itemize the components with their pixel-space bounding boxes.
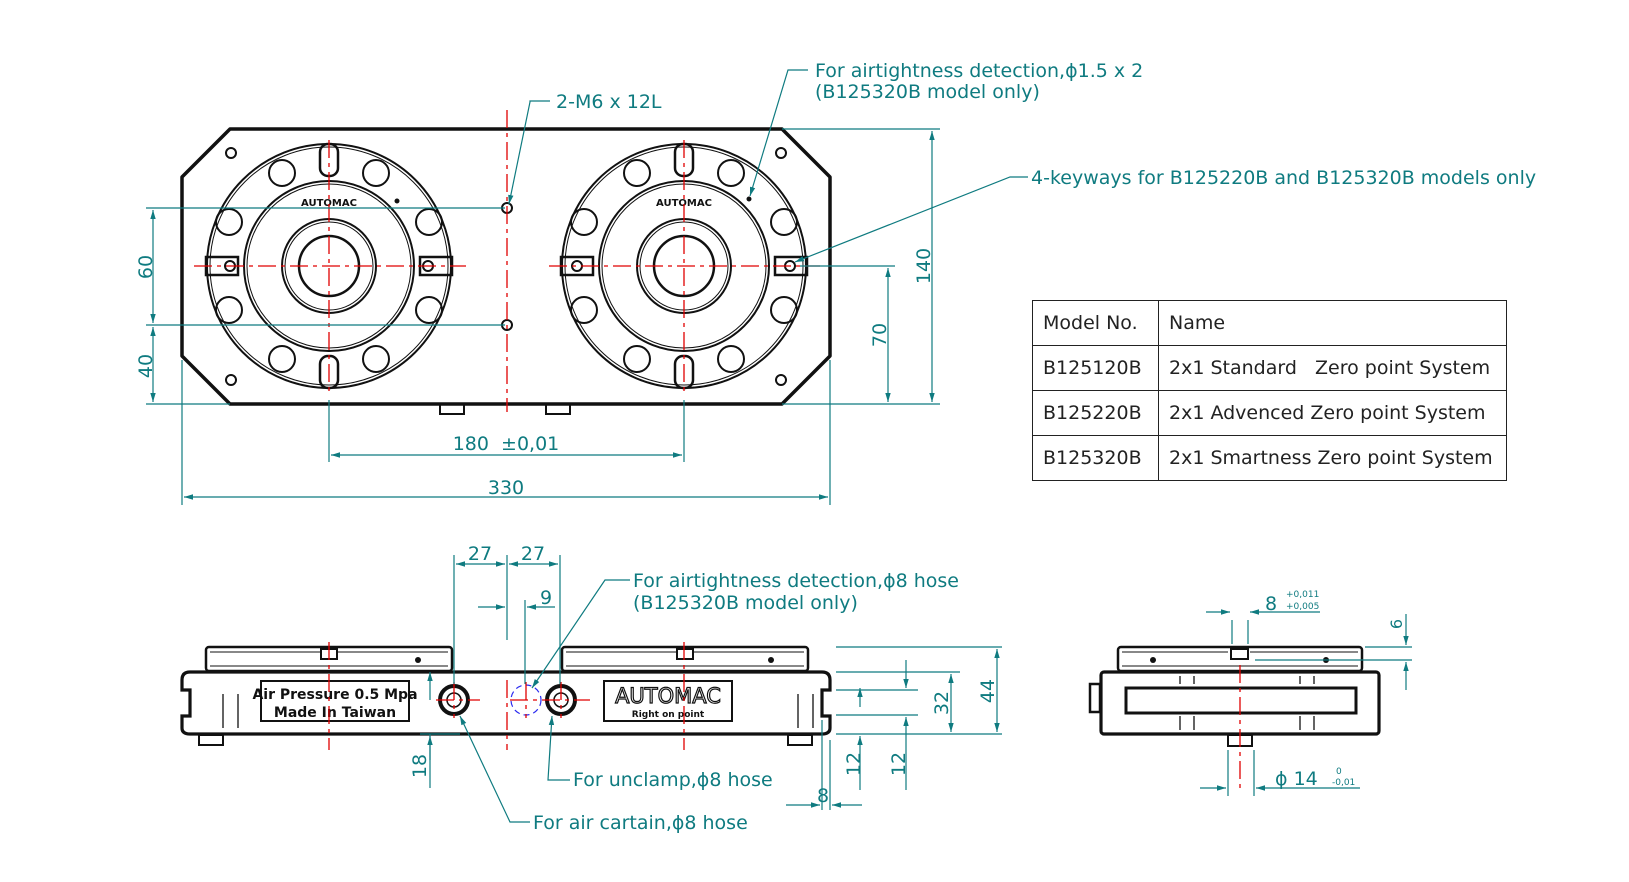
corner-holes xyxy=(225,147,787,386)
dim-pin-diameter: ϕ 14 xyxy=(1275,768,1318,790)
side-slot xyxy=(1124,686,1358,715)
front-view: Air Pressure 0.5 Mpa Made In Taiwan AUTO… xyxy=(180,543,1002,834)
left-chuck-logo: AUTOMAC xyxy=(301,198,357,209)
callout-air-curtain: For air cartain,ϕ8 hose xyxy=(533,812,748,834)
cell-model: B125320B xyxy=(1032,435,1159,481)
callout-keyways: 4-keyways for B125220B and B125320B mode… xyxy=(1031,167,1536,189)
dim-keyway-tol-lower: +0,005 xyxy=(1286,602,1319,612)
dim-12-lower: 12 xyxy=(843,752,865,776)
dim-330: 330 xyxy=(488,477,524,499)
dim-70: 70 xyxy=(869,323,891,347)
table-row: B125220B 2x1 Advenced Zero point System xyxy=(1032,390,1507,436)
side-view: 8 +0,011 +0,005 6 ϕ 14 0 -0,01 xyxy=(1088,590,1412,796)
dim-pin-tol-upper: 0 xyxy=(1336,767,1342,777)
top-dimensions xyxy=(146,69,1028,505)
callout-airtight-top-1: For airtightness detection,ϕ1.5 x 2 xyxy=(815,60,1143,82)
cell-model: B125220B xyxy=(1032,390,1159,436)
dim-8: 8 xyxy=(817,785,829,807)
callout-airtight-top-2: (B125320B model only) xyxy=(815,81,1040,103)
top-view: AUTOMAC AUTOMAC xyxy=(135,60,1536,505)
callout-airtight-front-1: For airtightness detection,ϕ8 hose xyxy=(633,570,959,592)
callout-m6: 2-M6 x 12L xyxy=(556,91,662,113)
callout-unclamp: For unclamp,ϕ8 hose xyxy=(573,769,773,791)
header-model: Model No. xyxy=(1032,300,1159,346)
fitting xyxy=(545,403,571,415)
table-row: B125120B 2x1 Standard Zero point System xyxy=(1032,345,1507,391)
model-table: Model No. Name B125120B 2x1 Standard Zer… xyxy=(1032,300,1507,481)
dim-keyway-depth: 6 xyxy=(1387,619,1406,629)
dim-keyway-width: 8 xyxy=(1265,593,1277,615)
cell-name: 2x1 Advenced Zero point System xyxy=(1158,390,1507,436)
label-plate-line1: Air Pressure 0.5 Mpa xyxy=(252,687,417,703)
table-header-row: Model No. Name xyxy=(1032,300,1507,346)
dim-18: 18 xyxy=(409,754,431,778)
dim-40: 40 xyxy=(135,354,157,378)
dim-27-right: 27 xyxy=(521,543,545,565)
right-chuck-logo: AUTOMAC xyxy=(656,198,712,209)
cell-model: B125120B xyxy=(1032,345,1159,391)
dim-keyway-tol-upper: +0,011 xyxy=(1286,590,1319,600)
label-plate xyxy=(260,680,410,722)
centerlines xyxy=(194,110,820,412)
label-plate-line2: Made In Taiwan xyxy=(274,705,396,721)
cell-name: 2x1 Smartness Zero point System xyxy=(1158,435,1507,481)
dim-180: 180 ±0,01 xyxy=(453,433,560,455)
header-name: Name xyxy=(1158,300,1507,346)
fitting xyxy=(439,403,465,415)
dim-9: 9 xyxy=(540,587,552,609)
cell-name: 2x1 Standard Zero point System xyxy=(1158,345,1507,391)
dim-pin-tol-lower: -0,01 xyxy=(1332,778,1355,788)
callout-airtight-front-2: (B125320B model only) xyxy=(633,592,858,614)
dim-27-left: 27 xyxy=(468,543,492,565)
dim-140: 140 xyxy=(913,248,935,284)
dim-60: 60 xyxy=(135,255,157,279)
dim-12-upper: 12 xyxy=(888,752,910,776)
brand-plate-slogan: Right on point xyxy=(632,710,705,720)
brand-plate xyxy=(603,680,733,722)
dim-44: 44 xyxy=(977,679,999,703)
table-row: B125320B 2x1 Smartness Zero point System xyxy=(1032,435,1507,481)
dim-32: 32 xyxy=(931,691,953,715)
front-dimensions xyxy=(420,555,1002,823)
side-dimensions xyxy=(1200,609,1412,796)
brand-plate-logo: AUTOMAC xyxy=(615,684,721,708)
